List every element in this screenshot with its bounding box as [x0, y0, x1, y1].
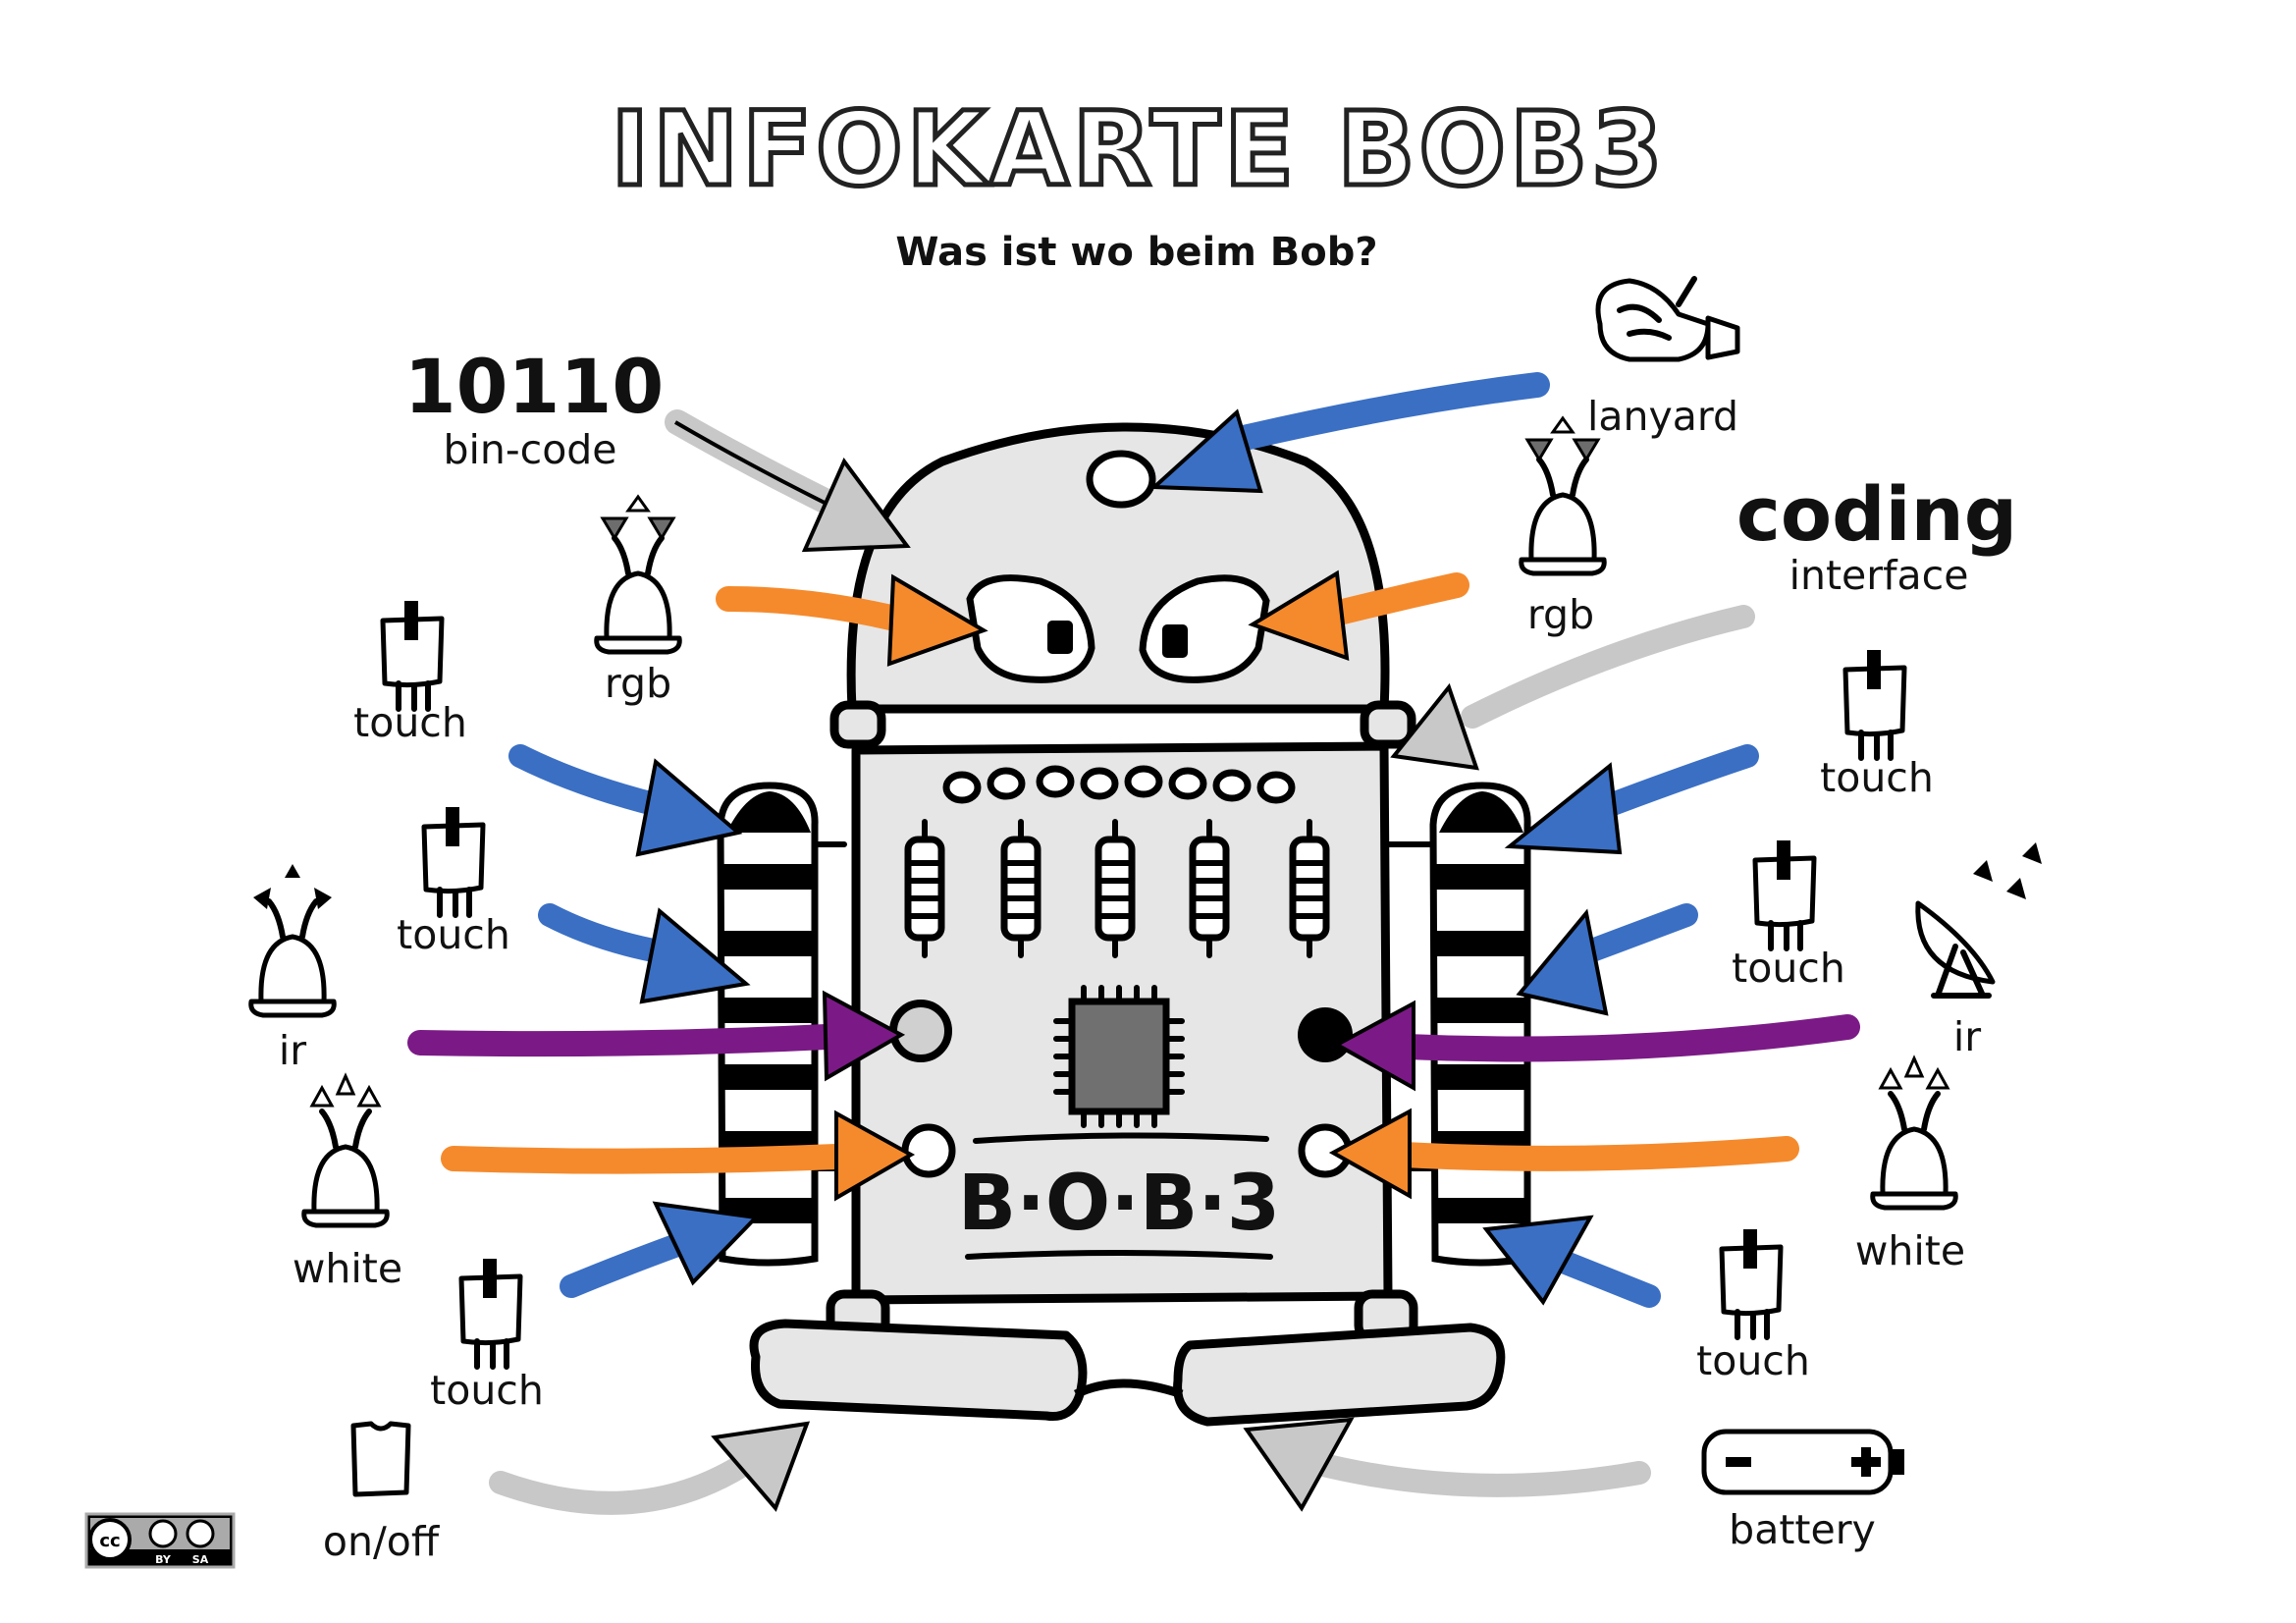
- cc-by-text: BY: [155, 1553, 172, 1566]
- cc-license-icon: cc BY SA: [84, 1512, 236, 1569]
- led-bulb-icon: [251, 864, 335, 1015]
- label-touch-right-2: touch: [1732, 945, 1845, 992]
- robot-illustration: B·O·B·3: [717, 422, 1531, 1427]
- label-ir-left: ir: [279, 1027, 306, 1074]
- label-white-left: white: [293, 1245, 402, 1292]
- battery-icon: [1701, 1429, 1904, 1495]
- touch-pad-icon: [1755, 840, 1814, 948]
- robot-nameplate: B·O·B·3: [958, 1160, 1280, 1248]
- touch-pad-icon: [383, 601, 442, 709]
- led-bulb-icon: [597, 494, 680, 652]
- label-rgb-right: rgb: [1527, 591, 1594, 638]
- arrows: [407, 372, 1860, 1515]
- robot-left-eye: [966, 574, 1095, 683]
- microcontroller-chip: [1053, 985, 1185, 1128]
- led-bulb-icon: [304, 1072, 388, 1225]
- label-touch-right-3: touch: [1696, 1337, 1810, 1384]
- cc-badge-text: cc: [99, 1531, 120, 1551]
- label-touch-left-3: touch: [430, 1367, 544, 1414]
- led-bulb-icon: [1873, 1055, 1956, 1208]
- label-on-off: on/off: [323, 1518, 441, 1565]
- led-bulb-icon: [1522, 415, 1605, 573]
- touch-pad-icon: [461, 1259, 520, 1367]
- resistor-row: [904, 819, 1330, 958]
- cc-sa-text: SA: [192, 1553, 209, 1566]
- label-interface: interface: [1789, 552, 1969, 599]
- label-lanyard: lanyard: [1587, 393, 1738, 440]
- ir-sensor-left: [889, 1000, 952, 1062]
- touch-pad-icon: [1722, 1229, 1781, 1337]
- label-battery: battery: [1729, 1506, 1876, 1553]
- robot-right-neck-joint: [1360, 700, 1416, 749]
- lanyard-icon: [1595, 276, 1740, 362]
- label-coding: coding: [1736, 470, 2017, 558]
- ir-emitter-right: [1298, 1007, 1353, 1062]
- touch-pad-icon: [424, 807, 483, 915]
- robot-right-foot: [1173, 1323, 1506, 1427]
- label-touch-left-2: touch: [397, 911, 510, 958]
- robot-left-neck-joint: [829, 700, 886, 749]
- ir-dish-icon: [1915, 842, 2042, 999]
- led-row: [942, 765, 1296, 804]
- robot-right-eye: [1139, 574, 1270, 683]
- label-touch-left-1: touch: [353, 699, 467, 746]
- on-off-switch-icon: [350, 1421, 411, 1497]
- touch-pad-icon: [1845, 650, 1904, 758]
- label-bin-code-number: 10110: [404, 343, 664, 430]
- page-subtitle: Was ist wo beim Bob?: [895, 230, 1377, 275]
- robot-left-arm: [717, 782, 853, 1267]
- lanyard-hole: [1086, 450, 1156, 509]
- robot-left-foot: [749, 1319, 1088, 1422]
- label-white-right: white: [1855, 1227, 1965, 1274]
- page-title: INFOKARTE BOB3: [611, 89, 1666, 209]
- robot-right-arm: [1385, 782, 1531, 1267]
- label-touch-right-1: touch: [1820, 754, 1934, 801]
- label-ir-right: ir: [1953, 1013, 1981, 1060]
- label-bin-code: bin-code: [443, 426, 616, 473]
- label-rgb-left: rgb: [605, 660, 671, 707]
- white-led-left: [901, 1123, 956, 1178]
